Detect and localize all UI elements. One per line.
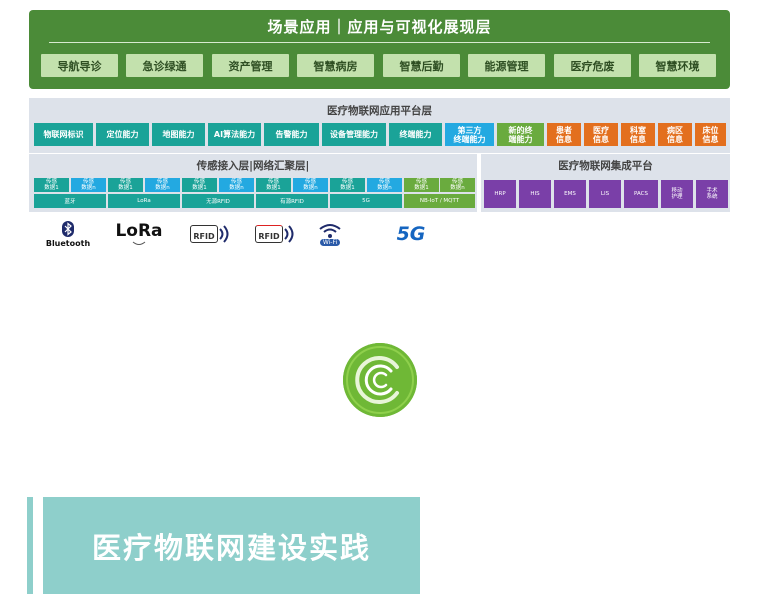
sensor-data-cell: 传感 数据1 bbox=[404, 178, 439, 192]
sensing-layer: 传感接入层|网络汇聚层| 传感 数据1 传感 数据n 传感 数据1 传感 数据n… bbox=[29, 154, 477, 212]
heading-accent-bar bbox=[27, 497, 33, 594]
network-nbiot-mqtt[interactable]: NB-IoT / MQTT bbox=[404, 194, 475, 208]
scene-button-emergency[interactable]: 急诊绿通 bbox=[126, 54, 203, 77]
info-patient[interactable]: 患者 信息 bbox=[547, 123, 581, 146]
wifi-logo: Wi-Fi bbox=[315, 218, 345, 250]
sensor-data-cell: 传感 数据1 bbox=[330, 178, 365, 192]
network-bluetooth[interactable]: 蓝牙 bbox=[34, 194, 106, 208]
bluetooth-logo: Bluetooth bbox=[44, 218, 92, 250]
scene-title: 场景应用｜应用与可视化展现层 bbox=[267, 18, 492, 36]
rfid-active-logo: RFID bbox=[255, 218, 297, 250]
section-heading-text: 医疗物联网建设实践 bbox=[91, 530, 371, 565]
capability-alarm[interactable]: 告警能力 bbox=[264, 123, 319, 146]
info-ward[interactable]: 病区 信息 bbox=[658, 123, 692, 146]
info-department[interactable]: 科室 信息 bbox=[621, 123, 655, 146]
lora-label: LoRa bbox=[115, 221, 163, 241]
capability-iot-id[interactable]: 物联网标识 bbox=[34, 123, 93, 146]
network-5g[interactable]: 5G bbox=[330, 194, 402, 208]
platform-layer: 医疗物联网应用平台层 物联网标识 定位能力 地图能力 AI算法能力 告警能力 设… bbox=[29, 98, 730, 153]
sensing-title: 传感接入层|网络汇聚层| bbox=[196, 160, 310, 172]
rfid-passive-label: RFID bbox=[190, 225, 218, 243]
sensor-data-cell: 传感 数据1 bbox=[108, 178, 143, 192]
signal-waves-icon bbox=[132, 241, 146, 245]
rfid-waves-icon bbox=[218, 225, 229, 243]
network-active-rfid[interactable]: 有源RFID bbox=[256, 194, 328, 208]
capability-map[interactable]: 地图能力 bbox=[152, 123, 205, 146]
capability-third-party-terminal[interactable]: 第三方 终端能力 bbox=[445, 123, 494, 146]
brand-logo bbox=[343, 343, 417, 417]
capability-new-terminal[interactable]: 新的终 端能力 bbox=[497, 123, 544, 146]
system-hrp[interactable]: HRP bbox=[484, 180, 516, 208]
rfid-passive-mark: RFID bbox=[190, 224, 231, 244]
section-heading: 医疗物联网建设实践 bbox=[43, 497, 420, 594]
scene-button-medical-waste[interactable]: 医疗危废 bbox=[554, 54, 631, 77]
sensor-data-cell: 传感 数据1 bbox=[256, 178, 291, 192]
wifi-label: Wi-Fi bbox=[319, 238, 341, 246]
fiveg-label: 5G bbox=[396, 223, 426, 245]
info-medical[interactable]: 医疗 信息 bbox=[584, 123, 618, 146]
bluetooth-label: Bluetooth bbox=[45, 238, 91, 248]
brand-c-icon bbox=[343, 343, 417, 417]
capability-device-management[interactable]: 设备管理能力 bbox=[322, 123, 386, 146]
sensor-data-cell: 传感 数据n bbox=[367, 178, 402, 192]
integration-title: 医疗物联网集成平台 bbox=[558, 160, 653, 172]
scene-button-environment[interactable]: 智慧环境 bbox=[639, 54, 716, 77]
bluetooth-icon bbox=[62, 220, 74, 237]
divider bbox=[49, 42, 710, 43]
system-lis[interactable]: LIS bbox=[589, 180, 621, 208]
system-his[interactable]: HIS bbox=[519, 180, 551, 208]
lora-logo: LoRa bbox=[114, 218, 164, 250]
system-ems[interactable]: EMS bbox=[554, 180, 586, 208]
system-surgery[interactable]: 手术 系统 bbox=[696, 180, 728, 208]
rfid-passive-logo: RFID bbox=[190, 218, 232, 250]
platform-title: 医疗物联网应用平台层 bbox=[327, 105, 432, 117]
capability-ai[interactable]: AI算法能力 bbox=[208, 123, 261, 146]
capability-terminal[interactable]: 终端能力 bbox=[389, 123, 442, 146]
scene-button-assets[interactable]: 资产管理 bbox=[212, 54, 289, 77]
sensor-data-cell: 传感 数据n bbox=[71, 178, 106, 192]
rfid-waves-icon bbox=[283, 225, 294, 243]
system-pacs[interactable]: PACS bbox=[624, 180, 658, 208]
scene-layer: 场景应用｜应用与可视化展现层 导航导诊 急诊绿通 资产管理 智慧病房 智慧后勤 … bbox=[29, 10, 730, 89]
network-passive-rfid[interactable]: 无源RFID bbox=[182, 194, 254, 208]
sensor-data-cell: 传感 数据n bbox=[219, 178, 254, 192]
network-lora[interactable]: LoRa bbox=[108, 194, 180, 208]
capability-positioning[interactable]: 定位能力 bbox=[96, 123, 149, 146]
info-bed[interactable]: 床位 信息 bbox=[695, 123, 726, 146]
scene-button-energy[interactable]: 能源管理 bbox=[468, 54, 545, 77]
sensor-data-cell: 传感 数据n bbox=[293, 178, 328, 192]
scene-button-ward[interactable]: 智慧病房 bbox=[297, 54, 374, 77]
scene-button-logistics[interactable]: 智慧后勤 bbox=[383, 54, 460, 77]
sensor-data-cell: 传感 数据n bbox=[440, 178, 475, 192]
integration-layer: 医疗物联网集成平台 HRP HIS EMS LIS PACS 移动 护理 手术 … bbox=[481, 154, 730, 212]
scene-button-navigation[interactable]: 导航导诊 bbox=[41, 54, 118, 77]
rfid-active-mark: RFID bbox=[255, 224, 296, 244]
sensor-data-cell: 传感 数据1 bbox=[34, 178, 69, 192]
system-mobile-nursing[interactable]: 移动 护理 bbox=[661, 180, 693, 208]
wifi-icon bbox=[319, 223, 341, 238]
sensor-data-cell: 传感 数据n bbox=[145, 178, 180, 192]
rfid-active-label: RFID bbox=[255, 225, 283, 243]
fiveg-logo: 5G bbox=[388, 218, 434, 250]
sensor-data-cell: 传感 数据1 bbox=[182, 178, 217, 192]
